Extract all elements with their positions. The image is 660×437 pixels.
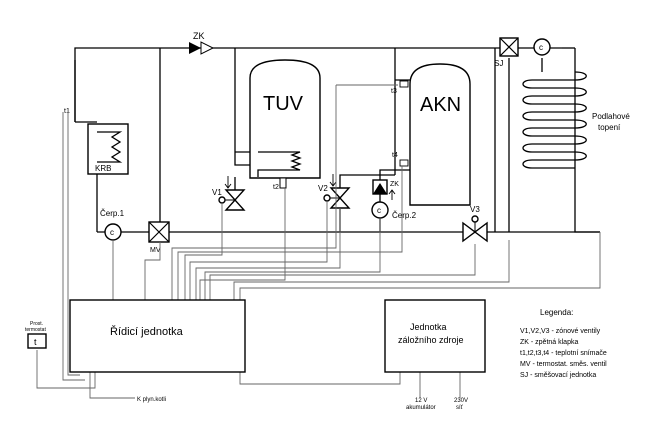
t2-label: t2: [273, 184, 279, 191]
v1-zone-valve: V1: [212, 176, 246, 211]
t4-label: t4: [392, 152, 398, 159]
v2-zone-valve: V2: [318, 174, 351, 209]
legend: Legenda: V1,V2,V3 - zónové ventily ZK - …: [520, 308, 607, 379]
room-thermostat-label-2: termostat: [25, 327, 46, 333]
akn-tank: AKN t3 t4: [391, 63, 471, 206]
zk-check-valve-top: ZK: [189, 31, 215, 55]
sj-pump: c: [533, 38, 551, 56]
legend-title: Legenda:: [540, 308, 573, 317]
tuv-tank: TUV t2: [249, 59, 321, 191]
t3-label: t3: [391, 88, 397, 95]
pump-2-symbol: c: [377, 206, 381, 215]
v3-label: V3: [470, 205, 480, 214]
control-unit-label: Řídicí jednotka: [110, 325, 184, 338]
zk-check-valve-small: ZK: [372, 179, 399, 200]
sj-mixing-unit: SJ: [494, 37, 519, 68]
legend-item: V1,V2,V3 - zónové ventily: [520, 328, 601, 335]
control-wiring: [36, 84, 601, 399]
backup-power-box: Jednotka záložního zdroje: [384, 299, 486, 373]
gas-boiler-label: K plyn.kotli: [137, 397, 166, 403]
battery-label-1: 12 V: [415, 398, 427, 404]
sj-pump-symbol: c: [539, 43, 543, 52]
room-thermostat-label-1: Prost.: [30, 321, 43, 327]
krb-fireplace: KRB t1: [64, 108, 129, 175]
mains-label-1: 230V: [454, 398, 468, 404]
control-unit-box: Řídicí jednotka: [69, 299, 246, 373]
v3-zone-valve: V3: [462, 205, 488, 243]
mv-label: MV: [150, 247, 161, 254]
battery-label-2: akumulátor: [406, 405, 436, 411]
zk-top-label: ZK: [193, 31, 205, 41]
floor-heating-coil: [522, 71, 587, 169]
mains-label-2: síť: [456, 405, 464, 411]
pump-1-symbol: c: [110, 228, 114, 237]
room-thermostat: Prost. termostat t: [25, 321, 47, 349]
backup-label-1: Jednotka: [410, 322, 447, 332]
floor-heating-label-1: Podlahové: [592, 112, 630, 121]
v2-label: V2: [318, 184, 328, 193]
v1-label: V1: [212, 188, 222, 197]
akn-label: AKN: [420, 94, 461, 116]
mv-mixing-valve: MV: [148, 221, 170, 254]
sj-label: SJ: [494, 59, 503, 68]
tuv-coil: [257, 151, 302, 177]
pump-1-label: Čerp.1: [100, 209, 125, 218]
legend-item: ZK - zpětná klapka: [520, 339, 578, 346]
legend-item: t1,t2,t3,t4 - teplotní snímače: [520, 350, 607, 357]
pump-1: c Čerp.1: [100, 209, 125, 241]
t1-label: t1: [64, 108, 70, 115]
backup-label-2: záložního zdroje: [398, 335, 464, 345]
room-thermostat-t: t: [34, 337, 37, 347]
floor-heating-label-2: topení: [598, 123, 621, 132]
legend-item: MV - termostat. směs. ventil: [520, 361, 607, 368]
pump-2-label: Čerp.2: [392, 211, 417, 220]
zk-small-label: ZK: [390, 181, 399, 188]
tuv-label: TUV: [263, 93, 304, 115]
krb-label: KRB: [95, 164, 111, 173]
pipe-network: [74, 47, 600, 233]
legend-item: SJ - směšovací jednotka: [520, 372, 596, 379]
